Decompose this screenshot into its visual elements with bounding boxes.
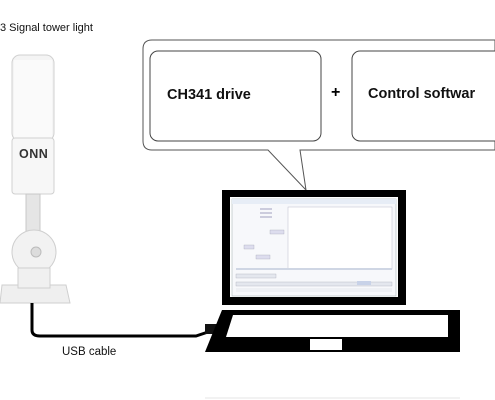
software-label: Control softwar: [368, 86, 476, 102]
laptop: [205, 190, 460, 352]
signal-tower: [0, 54, 71, 304]
tower-screw: [30, 246, 42, 258]
plus-sign: +: [331, 84, 341, 101]
diagram-title: 3 Signal tower light: [0, 22, 93, 34]
usb-cable-label: USB cable: [62, 346, 117, 358]
tower-brand-label: ONN: [19, 147, 49, 161]
tower-pole: [25, 193, 41, 235]
driver-box: [149, 50, 322, 142]
usb-cable: [30, 303, 215, 338]
laptop-trackpad: [310, 339, 342, 350]
driver-label: CH341 drive: [167, 87, 251, 103]
usb-plug: [205, 324, 217, 334]
software-box: [351, 50, 495, 142]
laptop-keyboard: [226, 315, 448, 337]
